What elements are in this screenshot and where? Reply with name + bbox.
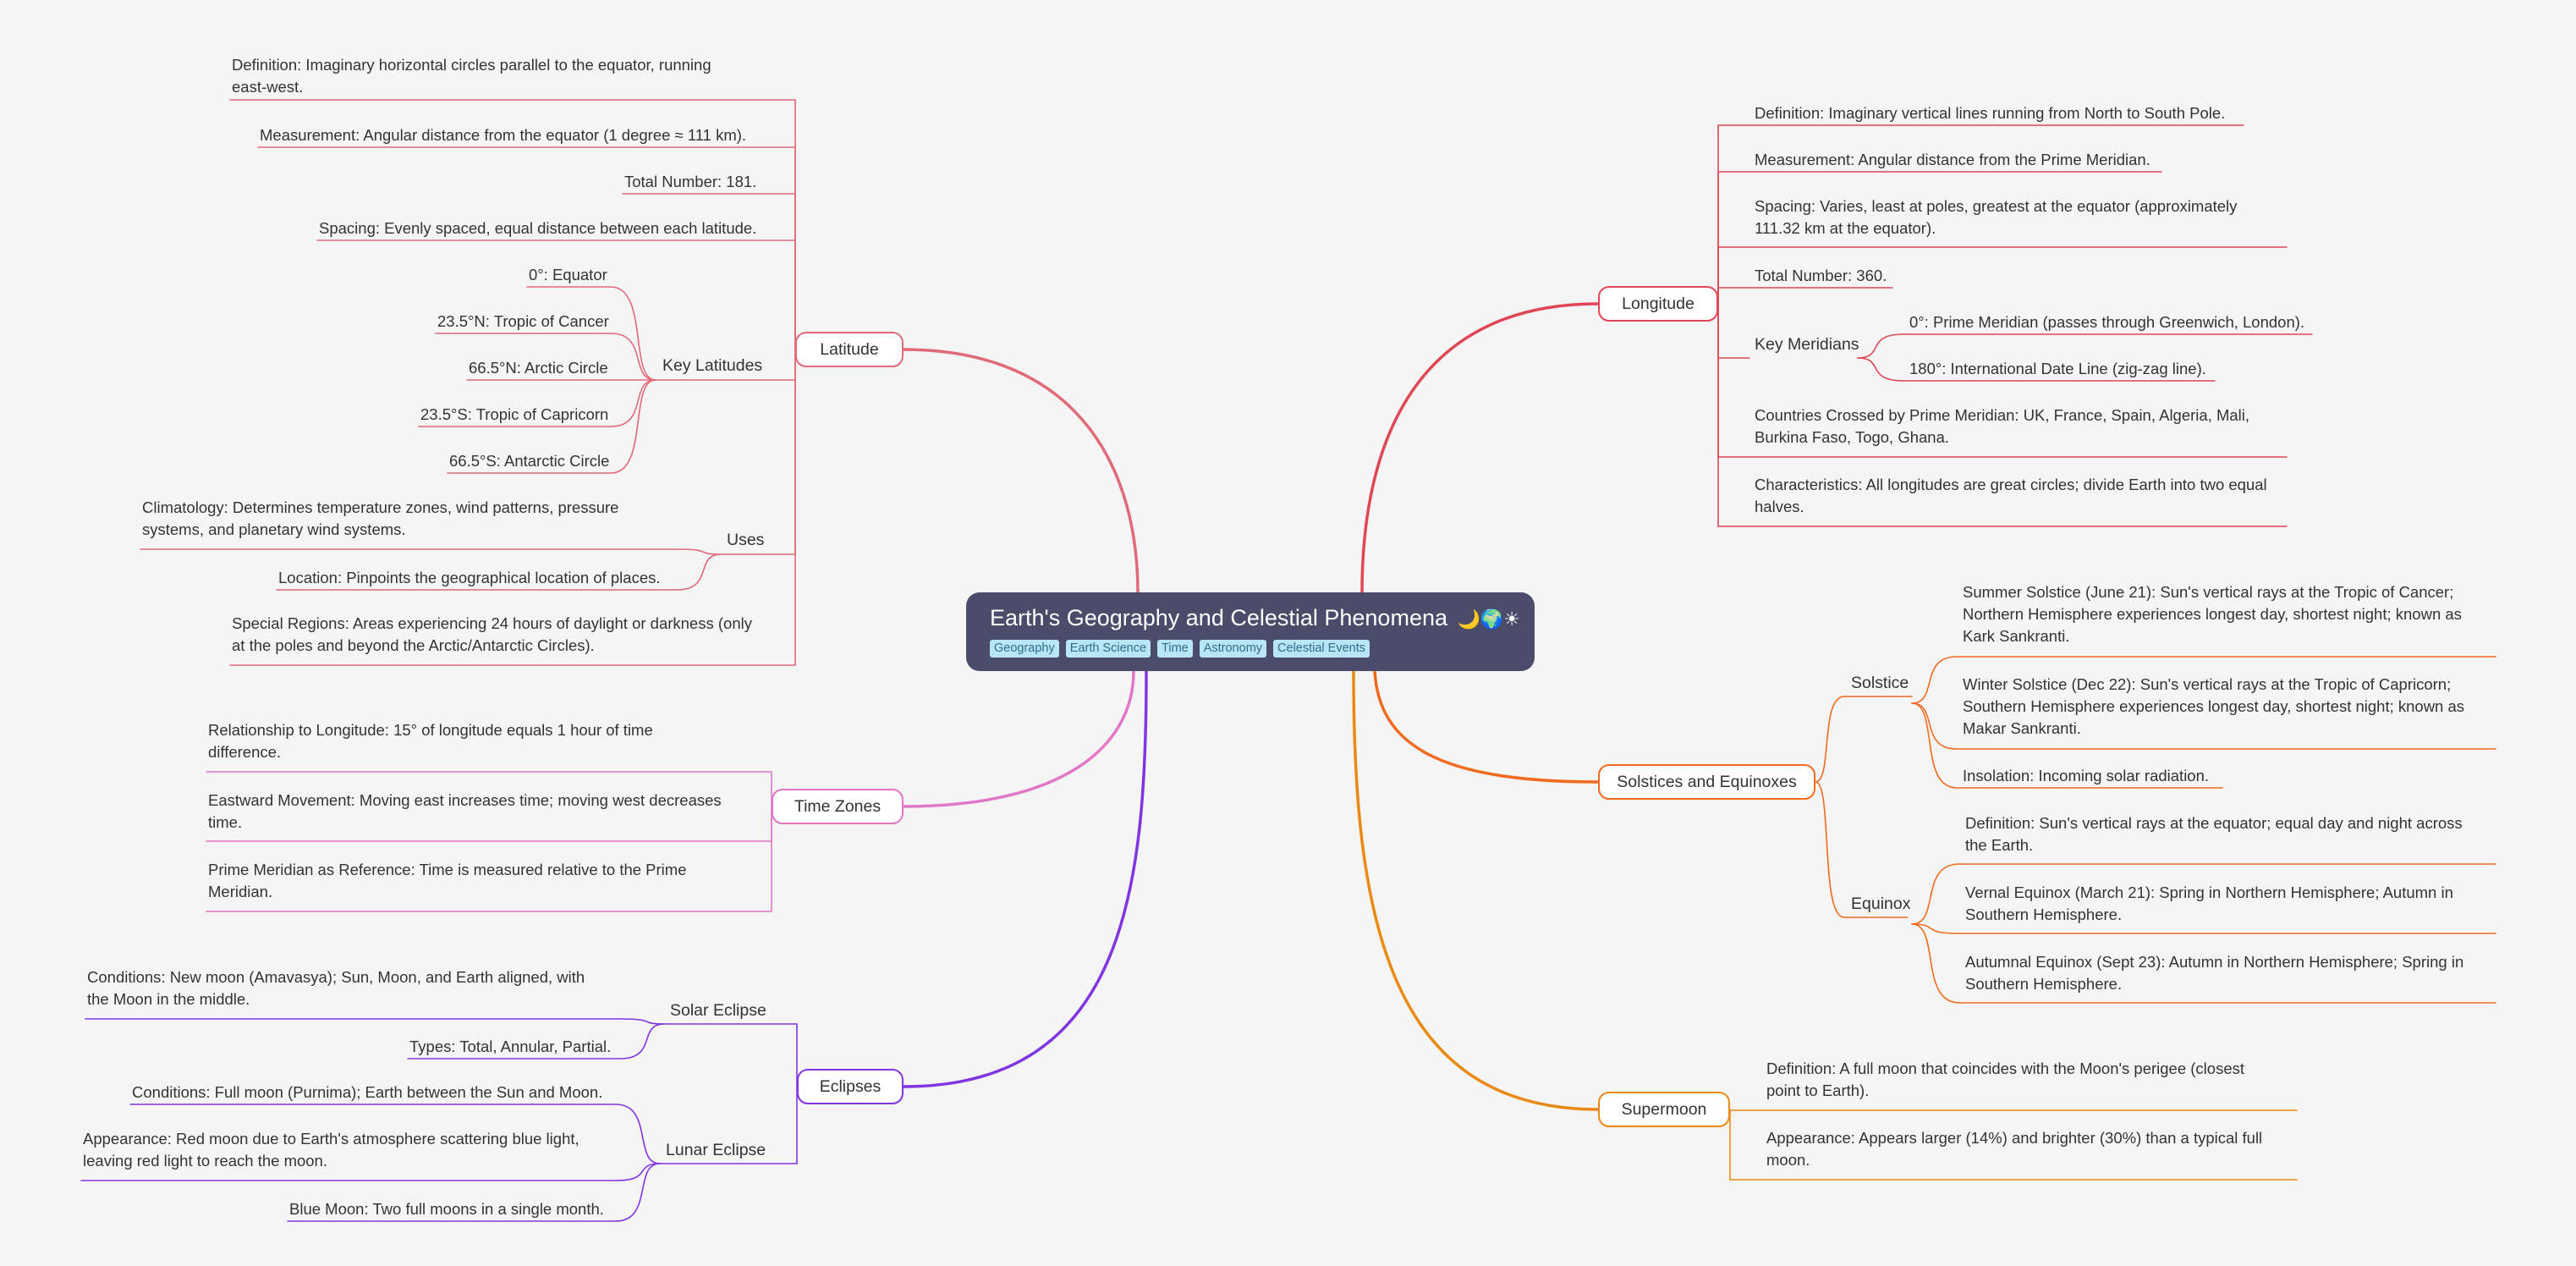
root-to-longitude	[1360, 302, 1600, 594]
latitude-special-regions: Special Regions: Areas experiencing 24 h…	[232, 614, 752, 654]
branch-supermoon[interactable]: Supermoon	[1598, 1092, 1730, 1127]
key-latitudes-connector-1	[610, 333, 656, 381]
branch-time-zones[interactable]: Time Zones	[772, 789, 904, 824]
root-to-latitude	[902, 348, 1140, 594]
tag-list: Geography Earth Science Time Astronomy C…	[990, 640, 1511, 658]
key-latitude-antarctic-circle: 66.5°S: Antarctic Circle	[449, 452, 610, 470]
latitude-measurement: Measurement: Angular distance from the e…	[260, 126, 747, 144]
meridian-date-line: 180°: International Date Line (zig-zag l…	[1909, 360, 2206, 377]
uses-connector-0	[676, 548, 722, 555]
lunar-connector-2	[615, 1163, 661, 1222]
latitude-definition: Definition: Imaginary horizontal circles…	[232, 56, 711, 96]
supermoon-appearance: Appearance: Appears larger (14%) and bri…	[1766, 1129, 2263, 1169]
equinox-connector-2	[1911, 923, 1960, 1004]
autumnal-equinox: Autumnal Equinox (Sept 23): Autumn in No…	[1965, 953, 2464, 993]
solstice-connector-0	[1911, 656, 1958, 704]
root-to-solstices	[1373, 669, 1600, 784]
key-latitude-arctic-circle: 66.5°N: Arctic Circle	[469, 359, 608, 377]
key-latitude-equator: 0°: Equator	[529, 266, 607, 283]
solar-eclipse-conditions: Conditions: New moon (Amavasya); Sun, Mo…	[87, 968, 585, 1008]
uses-location: Location: Pinpoints the geographical loc…	[278, 569, 661, 586]
root-to-eclipses	[902, 669, 1148, 1088]
moon-earth-sun-icon: 🌙🌍☀	[1457, 608, 1521, 630]
equinox-connector-0	[1911, 863, 1960, 925]
time-zone-eastward: Eastward Movement: Moving east increases…	[208, 791, 722, 831]
uses-climatology: Climatology: Determines temperature zone…	[142, 498, 619, 538]
tag-celestial-events[interactable]: Celestial Events	[1273, 640, 1370, 658]
root-node[interactable]: Earth's Geography and Celestial Phenomen…	[966, 592, 1535, 671]
lunar-eclipse-conditions: Conditions: Full moon (Purnima); Earth b…	[132, 1083, 603, 1101]
uses-connector-1	[676, 553, 722, 591]
uses-node[interactable]: Uses	[727, 531, 765, 549]
latitude-spacing: Spacing: Evenly spaced, equal distance b…	[319, 219, 757, 237]
solar-eclipse-types: Types: Total, Annular, Partial.	[409, 1038, 612, 1055]
key-latitudes-connector-0	[610, 286, 656, 381]
solar-eclipse-node[interactable]: Solar Eclipse	[670, 1001, 766, 1020]
solstice-node[interactable]: Solstice	[1851, 674, 1909, 692]
key-latitudes-connector-4	[610, 379, 656, 474]
branch-eclipses[interactable]: Eclipses	[797, 1069, 904, 1104]
solstice-sub-connector-0	[1815, 696, 1845, 783]
tag-earth-science[interactable]: Earth Science	[1065, 640, 1151, 658]
key-meridians-node[interactable]: Key Meridians	[1755, 335, 1859, 354]
blue-moon: Blue Moon: Two full moons in a single mo…	[289, 1200, 604, 1218]
tag-time[interactable]: Time	[1157, 640, 1193, 658]
longitude-countries: Countries Crossed by Prime Meridian: UK,…	[1755, 406, 2250, 446]
key-latitudes-node[interactable]: Key Latitudes	[662, 356, 763, 375]
key-latitude-tropic-cancer: 23.5°N: Tropic of Cancer	[437, 312, 609, 330]
branch-solstices-equinoxes[interactable]: Solstices and Equinoxes	[1598, 764, 1815, 800]
winter-solstice: Winter Solstice (Dec 22): Sun's vertical…	[1963, 675, 2465, 737]
solstice-sub-connector-1	[1815, 781, 1845, 918]
key-latitude-tropic-capricorn: 23.5°S: Tropic of Capricorn	[420, 405, 609, 423]
insolation: Insolation: Incoming solar radiation.	[1963, 767, 2210, 784]
tag-astronomy[interactable]: Astronomy	[1199, 640, 1267, 658]
lunar-connector-1	[615, 1163, 661, 1181]
vernal-equinox: Vernal Equinox (March 21): Spring in Nor…	[1965, 883, 2453, 923]
longitude-definition: Definition: Imaginary vertical lines run…	[1755, 104, 2226, 122]
supermoon-definition: Definition: A full moon that coincides w…	[1766, 1060, 2244, 1099]
root-to-supermoon	[1352, 669, 1600, 1111]
root-to-time-zones	[902, 669, 1135, 808]
equinox-node[interactable]: Equinox	[1851, 894, 1911, 913]
branch-latitude[interactable]: Latitude	[795, 332, 904, 367]
equinox-definition: Definition: Sun's vertical rays at the e…	[1965, 814, 2463, 854]
time-zone-prime-meridian: Prime Meridian as Reference: Time is mea…	[208, 861, 687, 900]
meridian-prime: 0°: Prime Meridian (passes through Green…	[1909, 313, 2305, 331]
lunar-eclipse-appearance: Appearance: Red moon due to Earth's atmo…	[83, 1130, 579, 1170]
lunar-connector-0	[615, 1104, 661, 1164]
solstice-connector-1	[1911, 702, 1958, 750]
key-meridians-connector-1	[1857, 357, 1904, 382]
branch-longitude[interactable]: Longitude	[1598, 286, 1718, 322]
solar-connector-0	[619, 1018, 665, 1025]
tag-geography[interactable]: Geography	[990, 640, 1059, 658]
equinox-connector-1	[1911, 923, 1960, 934]
key-latitudes-connector-3	[610, 379, 656, 427]
longitude-spacing: Spacing: Varies, least at poles, greates…	[1755, 197, 2238, 237]
longitude-measurement: Measurement: Angular distance from the P…	[1755, 151, 2150, 168]
summer-solstice: Summer Solstice (June 21): Sun's vertica…	[1963, 583, 2462, 645]
solar-connector-1	[619, 1023, 665, 1060]
time-zone-relationship: Relationship to Longitude: 15° of longit…	[208, 721, 653, 761]
longitude-characteristics: Characteristics: All longitudes are grea…	[1755, 476, 2267, 515]
lunar-eclipse-node[interactable]: Lunar Eclipse	[666, 1141, 766, 1159]
longitude-total-number: Total Number: 360.	[1755, 267, 1887, 284]
solstice-connector-2	[1911, 702, 1958, 789]
latitude-total-number: Total Number: 181.	[624, 173, 757, 190]
key-meridians-connector-0	[1857, 333, 1904, 359]
root-title: Earth's Geography and Celestial Phenomen…	[990, 605, 1521, 630]
